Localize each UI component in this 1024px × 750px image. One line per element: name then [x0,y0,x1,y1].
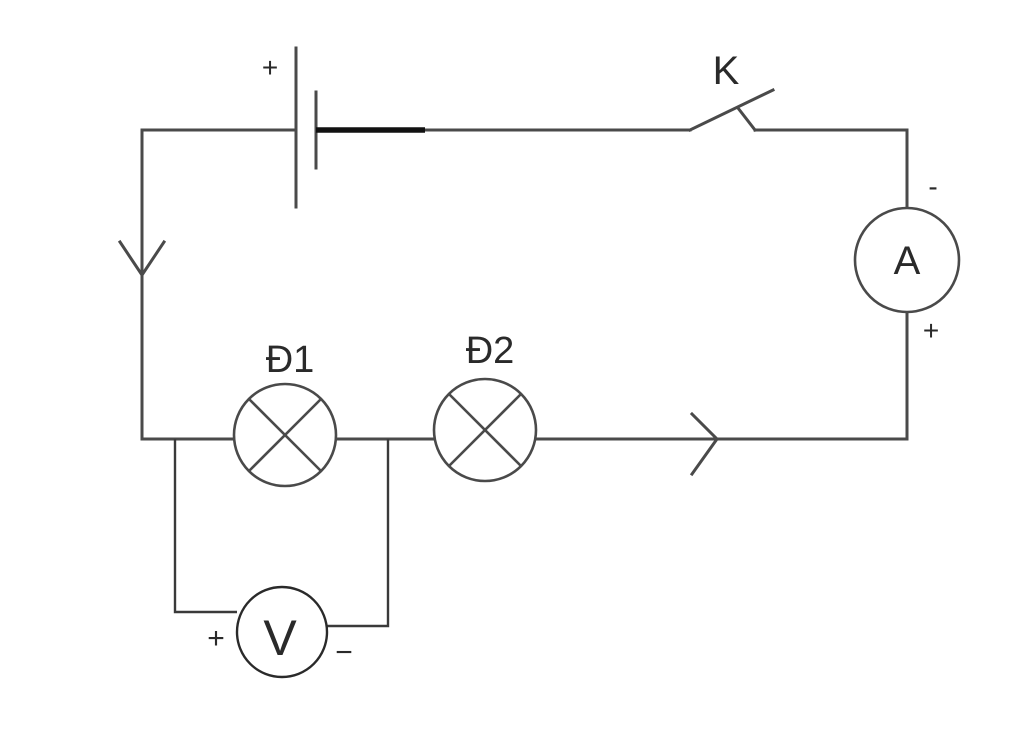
lamp-d2: Đ2 [432,330,538,483]
ammeter-plus-sign: + [923,315,939,346]
switch-blade [687,87,776,133]
wires [140,128,909,441]
lamp-d2-label: Đ2 [466,330,515,372]
lamp-d1: Đ1 [232,339,338,488]
lamp-d2-cross-b [448,393,522,467]
voltmeter-lead-right [327,439,390,628]
ammeter-circle [853,206,961,314]
ammeter-symbol: A [894,239,921,283]
voltmeter-plus-sign: + [207,622,225,655]
voltmeter-lead-left [173,439,237,614]
voltmeter-circle [235,585,329,679]
voltmeter-branch: V + − [173,439,390,679]
lamp-d1-cross-b [248,398,322,472]
switch-k: K [687,49,776,133]
ammeter-minus-sign: - [928,171,937,202]
switch-label: K [713,49,740,93]
voltmeter-symbol: V [263,610,297,666]
lamp-d1-label: Đ1 [266,339,315,381]
voltmeter-minus-sign: − [335,636,353,669]
current-direction-arrow-right [689,411,719,477]
ammeter: A - + [853,171,961,346]
battery: + [262,46,425,209]
switch-contact [735,105,758,133]
battery-plus-sign: + [262,52,278,83]
current-direction-arrow-down [117,239,167,278]
